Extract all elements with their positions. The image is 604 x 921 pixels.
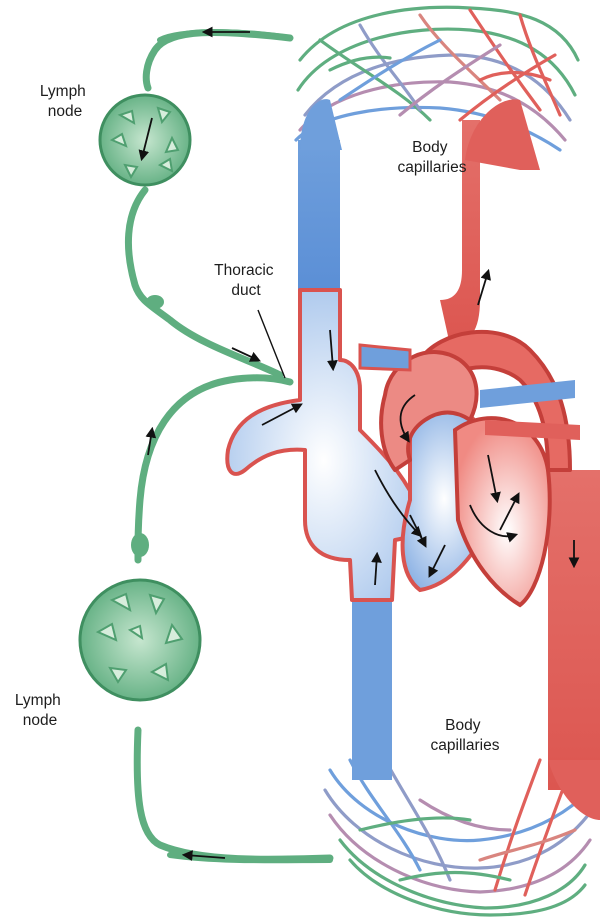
lymph-node-top: [100, 95, 190, 185]
lymph-node-bottom: [80, 580, 200, 700]
label-lymph-node-bottom: Lymph node: [15, 692, 65, 729]
label-body-capillaries-bottom: Body capillaries: [431, 717, 500, 754]
label-lymph-node-top: Lymph node: [40, 83, 90, 120]
label-body-capillaries-top: Body capillaries: [398, 139, 467, 176]
label-thoracic-duct: Thoracic duct: [214, 262, 278, 299]
